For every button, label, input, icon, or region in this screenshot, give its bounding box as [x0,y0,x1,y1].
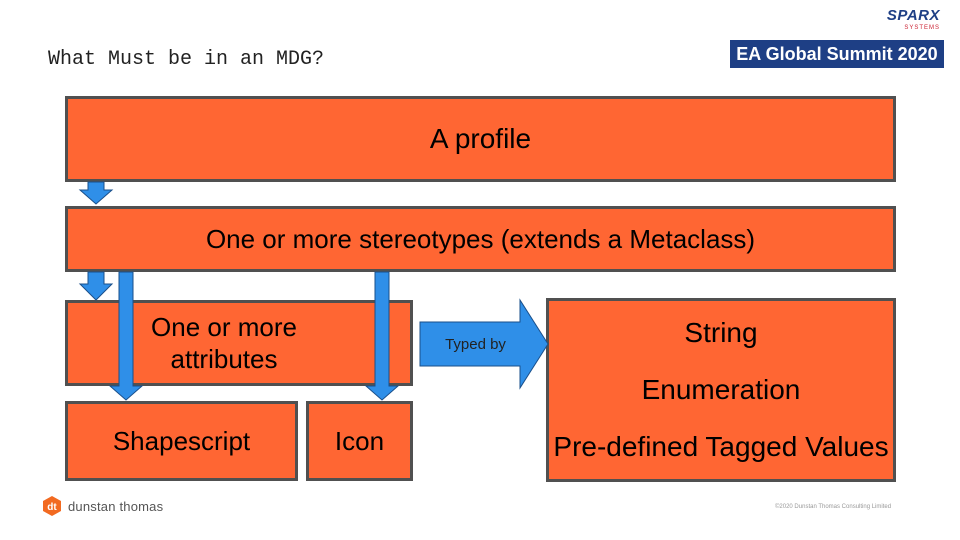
type-predefined-tagged-values: Pre-defined Tagged Values [553,430,889,462]
shapescript-label: Shapescript [112,425,251,456]
stereotypes-label: One or more stereotypes (extends a Metac… [205,223,756,254]
types-box: String Enumeration Pre-defined Tagged Va… [546,298,896,482]
summit-banner: EA Global Summit 2020 [730,40,944,68]
down-arrow-profile-to-stereotypes [78,181,114,205]
profile-label: A profile [429,123,532,154]
attributes-label: One or more attributes [151,312,297,374]
sparx-logo-text: SPARX [886,7,940,24]
svg-text:dt: dt [47,502,57,513]
dunstan-thomas-logo-text: dunstan thomas [68,498,164,514]
profile-box: A profile [65,96,896,182]
dunstan-thomas-logo: dt dunstan thomas [42,496,163,516]
sparx-logo-sub: SYSTEMS [904,25,940,31]
shapescript-box: Shapescript [65,401,298,481]
copyright-text: ©2020 Dunstan Thomas Consulting Limited [775,504,892,510]
icon-box: Icon [306,401,413,481]
icon-label: Icon [334,425,385,456]
stereotypes-box: One or more stereotypes (extends a Metac… [65,206,896,272]
down-arrow-stereotypes-to-attributes [78,271,114,301]
attributes-box: One or more attributes [65,300,413,386]
type-string: String [684,317,758,349]
slide-title: What Must be in an MDG? [48,48,325,71]
sparx-systems-logo: SPARX SYSTEMS [864,8,940,38]
type-enumeration: Enumeration [641,373,801,405]
typed-by-label: Typed by [445,336,506,353]
dunstan-thomas-logo-icon: dt [43,496,61,516]
